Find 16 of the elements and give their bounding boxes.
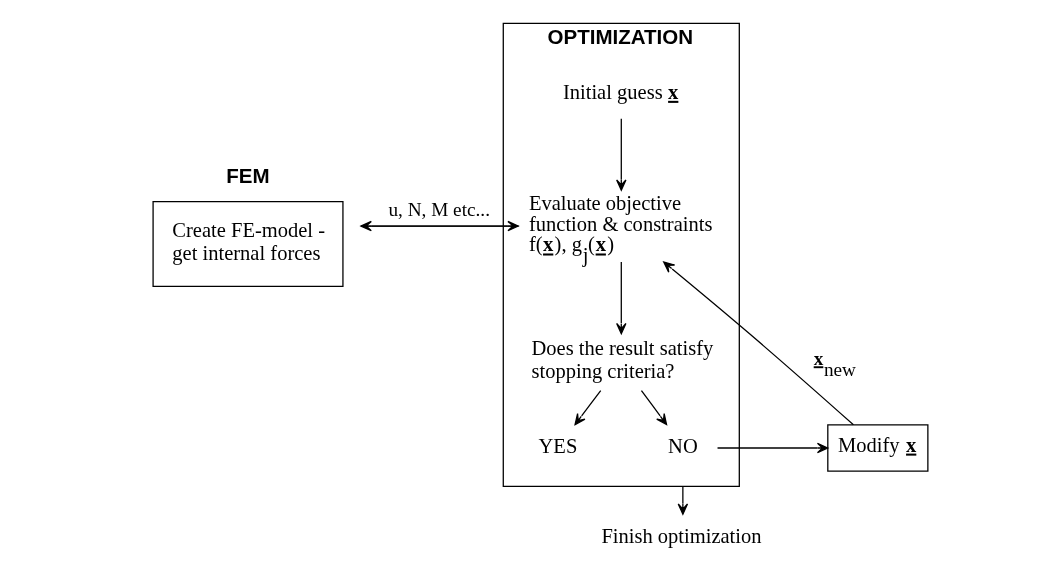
node-text: YES [538,434,577,457]
node-text: NO [667,434,698,457]
edge-label: u, N, M etc... [387,198,490,220]
arrow [615,118,627,191]
node-label: FEM [225,164,270,188]
arrow [640,390,667,426]
arrow [573,390,601,426]
node-box: Modify x [826,424,928,472]
arrow [677,485,688,515]
node-text: Does the result satisfy stopping criteria? [531,337,713,383]
arrow [615,261,627,335]
arrow [716,442,828,454]
arrow [662,261,854,426]
node-box: Create FE-model - get internal forces [151,201,344,287]
node-text: Initial guess x [562,80,678,103]
node-text: Finish optimization [600,524,762,547]
